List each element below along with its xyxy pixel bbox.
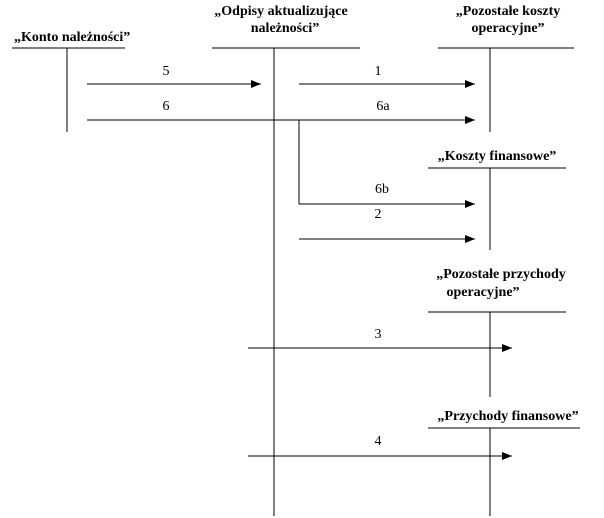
write-downs-title-line1: „Odpisy aktualizujące: [214, 4, 347, 19]
flow-6b-label: 6b: [375, 182, 389, 197]
other-operating-costs-title-line1: „Pozostałe koszty: [456, 4, 561, 19]
flow-1-label: 1: [375, 64, 382, 79]
flow-6: 6 6a: [87, 99, 475, 124]
flow-2: 2: [299, 207, 475, 243]
financial-income-title: „Przychody finansowe”: [437, 409, 578, 424]
flow-1: 1: [299, 64, 475, 88]
flow-3-label: 3: [375, 327, 382, 342]
t-account-financial-income: „Przychody finansowe”: [428, 409, 580, 516]
financial-costs-title: „Koszty finansowe”: [438, 149, 557, 164]
write-downs-title-line2: należności”: [251, 21, 319, 36]
flow-6b: 6b: [298, 120, 475, 208]
other-operating-costs-title-line2: operacyjne”: [471, 21, 544, 36]
flow-6-label: 6: [163, 99, 170, 114]
receivables-title: „Konto należności”: [14, 30, 130, 45]
flow-4-label: 4: [375, 434, 382, 449]
flow-2-label: 2: [375, 207, 382, 222]
t-account-other-operating-costs: „Pozostałe koszty operacyjne”: [438, 4, 574, 132]
flow-5: 5: [87, 64, 261, 88]
t-account-receivables: „Konto należności”: [12, 30, 130, 132]
flow-5-label: 5: [163, 64, 170, 79]
flow-3: 3: [248, 327, 512, 352]
t-account-write-downs: „Odpisy aktualizujące należności”: [212, 4, 360, 516]
flow-4: 4: [248, 434, 512, 460]
t-account-other-operating-income: „Pozostałe przychody operacyjne”: [428, 267, 566, 397]
other-operating-income-title-line2: operacyjne”: [446, 285, 519, 300]
t-account-financial-costs: „Koszty finansowe”: [428, 149, 566, 250]
other-operating-income-title-line1: „Pozostałe przychody: [436, 267, 565, 282]
flow-6a-label: 6a: [376, 99, 390, 114]
